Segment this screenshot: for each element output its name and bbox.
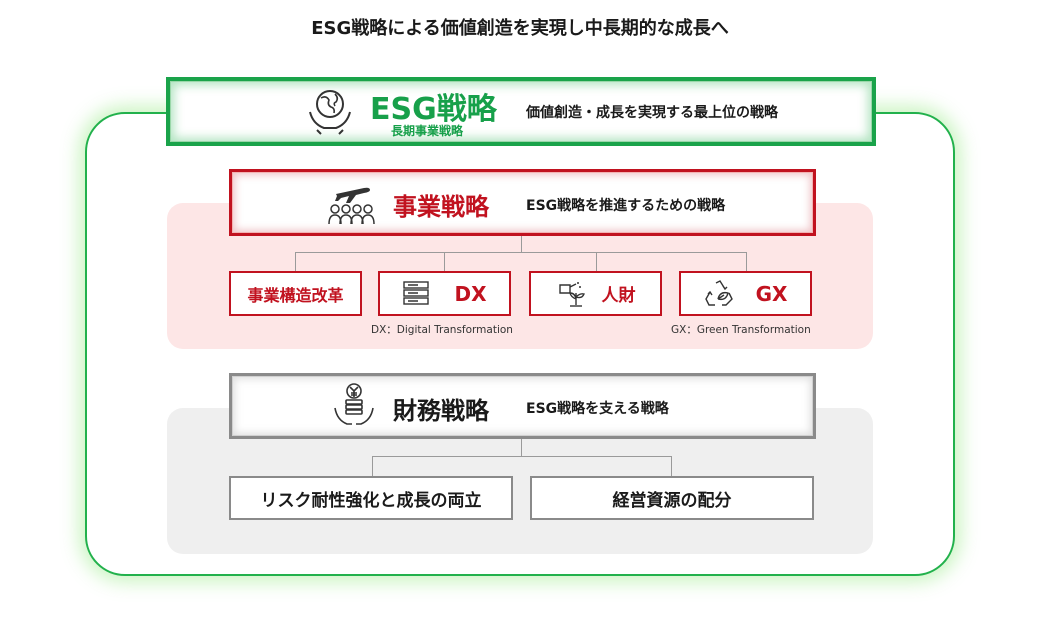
watering-plant-icon: [558, 281, 585, 307]
finance-item-risk-resilience: リスク耐性強化と成長の両立: [229, 476, 513, 520]
business-item-dx: DX: [378, 271, 511, 316]
esg-strategy-title: ESG戦略: [370, 92, 497, 127]
esg-strategy-subtitle: 長期事業戦略: [391, 124, 464, 138]
business-item-label: 人財: [601, 286, 636, 306]
connector-line: [521, 439, 522, 457]
page-title: ESG戦略による価値創造を実現し中長期的な成長へ: [311, 18, 729, 39]
gx-footnote: GX：Green Transformation: [671, 324, 811, 336]
connector-line: [671, 456, 672, 476]
business-item-label: GX: [755, 281, 788, 306]
connector-line: [521, 236, 522, 253]
finance-item-resource-allocation: 経営資源の配分: [530, 476, 814, 520]
esg-strategy-description: 価値創造・成長を実現する最上位の戦略: [526, 105, 778, 121]
yen-coins-hands-icon: [334, 383, 374, 425]
business-item-label: DX: [454, 281, 487, 306]
business-strategy-box: [229, 169, 816, 236]
business-item-structural-reform: 事業構造改革: [229, 271, 362, 316]
globe-hands-icon: [309, 90, 351, 135]
connector-line: [596, 252, 597, 271]
connector-line: [372, 456, 672, 457]
server-icon: [403, 280, 430, 305]
business-strategy-description: ESG戦略を推進するための戦略: [526, 198, 726, 214]
business-item-human-capital: 人財: [529, 271, 662, 316]
business-item-gx: GX: [679, 271, 812, 316]
business-strategy-title: 事業戦略: [393, 193, 489, 221]
connector-line: [295, 252, 747, 253]
finance-item-label: リスク耐性強化と成長の両立: [260, 490, 482, 511]
finance-strategy-description: ESG戦略を支える戦略: [526, 401, 669, 417]
business-item-label: 事業構造改革: [247, 285, 344, 305]
connector-line: [444, 252, 445, 271]
connector-line: [372, 456, 373, 476]
finance-item-label: 経営資源の配分: [612, 490, 732, 511]
connector-line: [746, 252, 747, 271]
finance-strategy-title: 財務戦略: [393, 397, 489, 425]
esg-strategy-box: [166, 77, 876, 146]
connector-line: [295, 252, 296, 271]
finance-strategy-box: [229, 373, 816, 439]
airplane-people-icon: [328, 187, 375, 225]
recycle-leaf-icon: [704, 279, 733, 306]
dx-footnote: DX：Digital Transformation: [371, 324, 513, 336]
